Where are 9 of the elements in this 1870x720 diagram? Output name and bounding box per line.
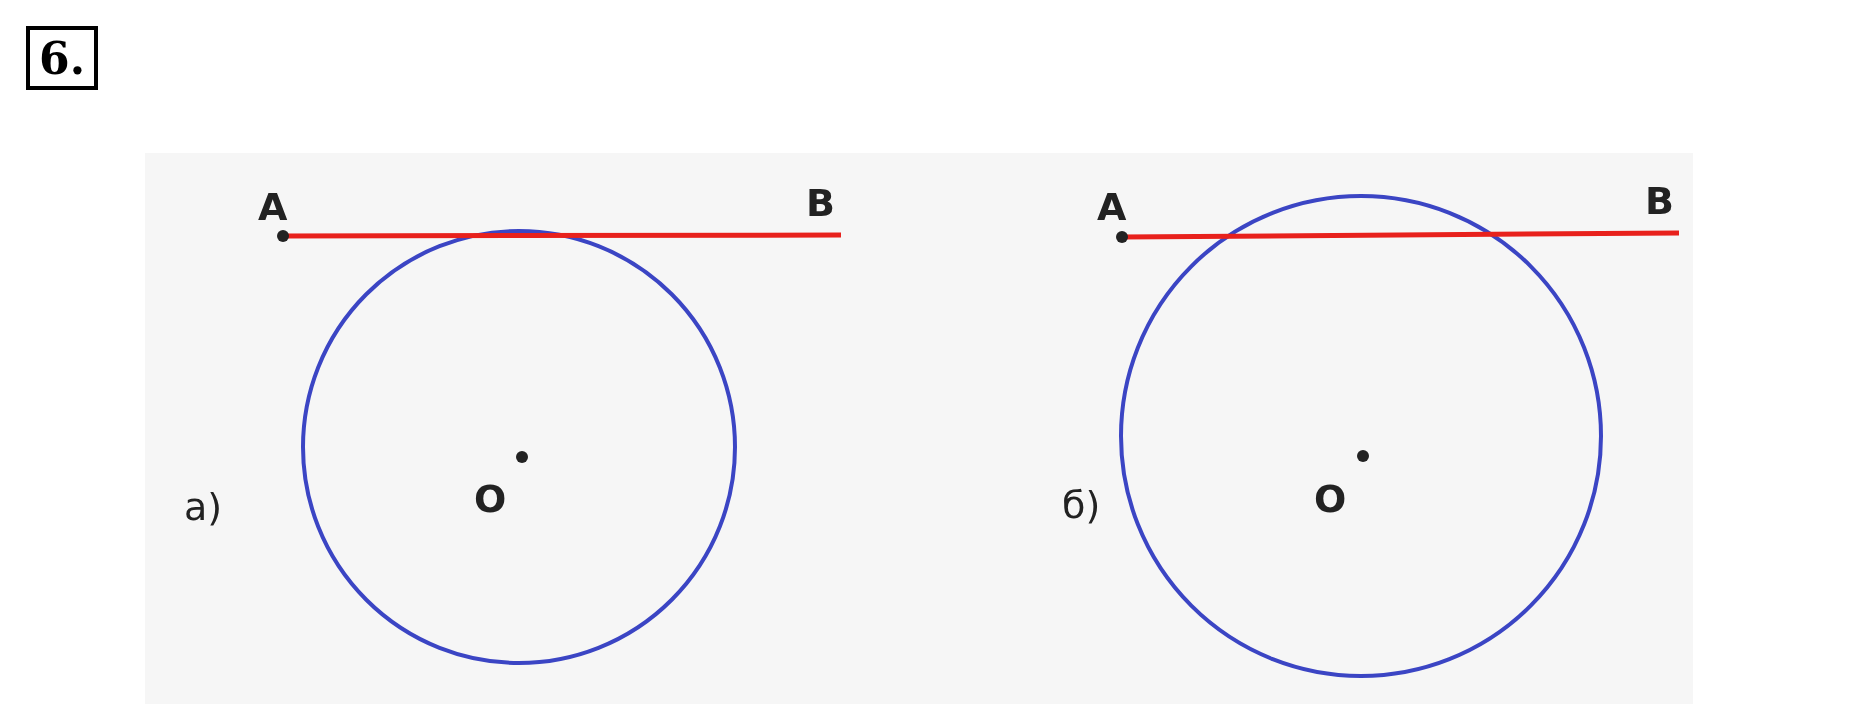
point-label: B (806, 184, 835, 222)
figure-label: а) (184, 488, 223, 526)
point-label: B (1645, 182, 1674, 220)
figure-label: б) (1062, 486, 1101, 524)
point-label: O (474, 480, 507, 518)
task-number: 6. (26, 26, 98, 90)
point-label: O (1314, 480, 1347, 518)
point-label: A (1097, 188, 1127, 226)
point-label: A (258, 188, 288, 226)
